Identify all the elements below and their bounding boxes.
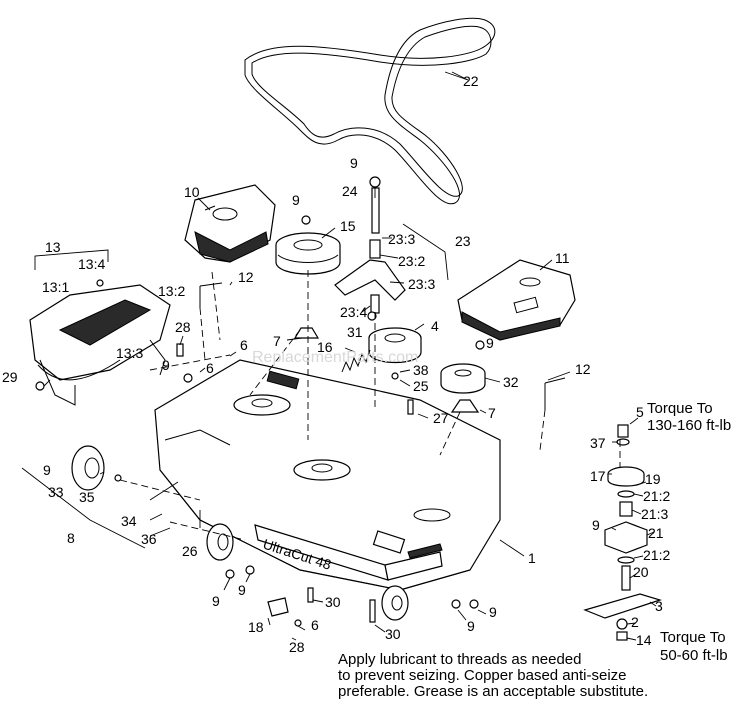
callout-29: 29 <box>2 369 18 385</box>
leader-lines <box>43 71 657 641</box>
lubricant-note-line2: to prevent seizing. Copper based anti-se… <box>338 667 627 684</box>
tension-spring[interactable] <box>341 349 371 373</box>
caster-wheel-front-left[interactable] <box>206 523 234 561</box>
callout-23-4: 23:4 <box>340 304 367 320</box>
callout-36: 36 <box>141 531 157 547</box>
torque-upper-line1: Torque To <box>647 400 713 417</box>
callout-23-2: 23:2 <box>398 253 425 269</box>
idler-arm[interactable] <box>334 176 406 314</box>
lubricant-note: Apply lubricant to threads as needed to … <box>338 652 748 700</box>
callout-12-left: 12 <box>238 269 254 285</box>
spindle-assembly[interactable] <box>583 424 663 641</box>
callout-9-b: 9 <box>350 155 358 171</box>
alignment-lines <box>119 270 621 541</box>
callout-9-g: 9 <box>212 593 220 609</box>
torque-lower-line1: Torque To <box>660 629 726 646</box>
hardware-items <box>35 215 566 627</box>
front-cover[interactable] <box>29 284 171 406</box>
callout-27: 27 <box>433 410 449 426</box>
callout-28-lower: 28 <box>289 639 305 655</box>
callout-9-j: 9 <box>489 604 497 620</box>
callout-24: 24 <box>342 183 358 199</box>
callout-9-e: 9 <box>43 462 51 478</box>
callout-26: 26 <box>182 543 198 559</box>
callout-13: 13 <box>45 239 61 255</box>
torque-upper-line2: 130-160 ft-lb <box>647 417 731 434</box>
callout-3: 3 <box>655 598 663 614</box>
callout-22: 22 <box>463 73 479 89</box>
callout-13-4: 13:4 <box>78 256 105 272</box>
callout-7-left: 7 <box>273 333 281 349</box>
callout-9-a: 9 <box>292 192 300 208</box>
callout-7-right: 7 <box>488 405 496 421</box>
callout-4: 4 <box>431 318 439 334</box>
callout-21-2-upper: 21:2 <box>643 488 670 504</box>
callout-34: 34 <box>121 513 137 529</box>
callout-9-f: 9 <box>592 517 600 533</box>
group-brackets <box>21 223 449 549</box>
callout-9-i: 9 <box>467 618 475 634</box>
callout-11: 11 <box>555 250 570 266</box>
belt-cover-left[interactable] <box>184 184 276 263</box>
watermark: ReplacementParts.com <box>252 349 418 366</box>
belt-cover-right[interactable] <box>457 259 576 341</box>
callout-37: 37 <box>590 435 606 451</box>
callout-38: 38 <box>413 362 429 378</box>
callout-8: 8 <box>67 530 75 546</box>
callout-21: 21 <box>648 525 664 541</box>
callout-23-3-upper: 23:3 <box>388 231 415 247</box>
callout-9-c: 9 <box>486 335 494 351</box>
callout-5: 5 <box>636 404 644 420</box>
callout-30-lower: 30 <box>385 626 401 642</box>
callout-23: 23 <box>455 233 471 249</box>
callout-21-2-lower: 21:2 <box>643 547 670 563</box>
callout-19: 19 <box>645 471 661 487</box>
torque-lower-line2: 50-60 ft-lb <box>660 647 728 664</box>
callout-13-1: 13:1 <box>42 279 69 295</box>
callout-13-2: 13:2 <box>158 283 185 299</box>
callout-20: 20 <box>633 564 649 580</box>
lubricant-note-line1: Apply lubricant to threads as needed <box>338 651 582 668</box>
torque-note-upper: Torque To 130-160 ft-lb <box>647 400 731 434</box>
callout-23-3-lower: 23:3 <box>408 276 435 292</box>
callout-15: 15 <box>340 218 356 234</box>
callout-10: 10 <box>184 184 200 200</box>
callout-35: 35 <box>79 489 95 505</box>
pulley-upper-center[interactable] <box>275 232 341 275</box>
callout-9-d: 9 <box>162 357 170 373</box>
callout-6-middle: 6 <box>206 360 214 376</box>
callout-labels: 1 2 3 4 5 6 6 6 7 7 8 9 9 9 9 9 9 9 9 9 … <box>2 73 670 655</box>
callout-28-upper: 28 <box>175 319 191 335</box>
callout-9-h: 9 <box>238 582 246 598</box>
callout-6-upper: 6 <box>240 337 248 353</box>
callout-32: 32 <box>503 374 519 390</box>
callout-6-lower: 6 <box>311 617 319 633</box>
callout-1: 1 <box>528 550 536 566</box>
callout-14: 14 <box>636 632 652 648</box>
callout-33: 33 <box>48 484 64 500</box>
callout-25: 25 <box>413 378 429 394</box>
idler-pulley-4[interactable] <box>368 327 422 363</box>
torque-note-lower: Torque To 50-60 ft-lb <box>660 629 728 664</box>
callout-31: 31 <box>347 324 363 340</box>
callout-18: 18 <box>248 619 264 635</box>
caster-wheel-front-right[interactable] <box>381 585 409 621</box>
callout-21-3: 21:3 <box>641 506 668 522</box>
drive-belt[interactable] <box>244 17 496 205</box>
callout-12-right: 12 <box>575 361 591 377</box>
callout-16: 16 <box>317 339 333 355</box>
callout-17: 17 <box>590 468 606 484</box>
callout-2: 2 <box>631 614 639 630</box>
idler-pulley-32[interactable] <box>440 363 486 394</box>
callout-30-upper: 30 <box>325 594 341 610</box>
caster-wheel-left[interactable] <box>71 445 105 491</box>
mower-deck[interactable]: UltraCut 48 <box>154 359 501 591</box>
lubricant-note-line3: preferable. Grease is an acceptable subs… <box>338 683 649 700</box>
callout-13-3: 13:3 <box>116 345 143 361</box>
